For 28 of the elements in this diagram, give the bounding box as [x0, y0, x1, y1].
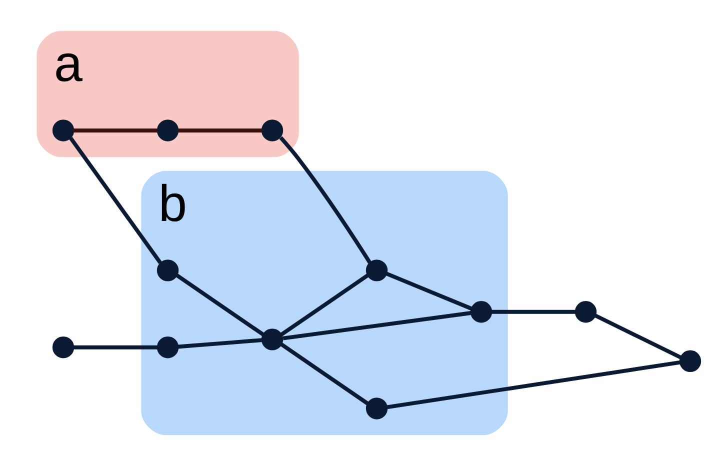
connector: [72, 128, 158, 132]
connector: [68, 136, 162, 264]
connector: [490, 310, 576, 314]
node-circle: [156, 120, 178, 142]
connector: [177, 128, 262, 132]
connector: [594, 314, 681, 360]
connector: [72, 345, 158, 350]
cluster: a: [36, 30, 298, 158]
node-circle: [678, 350, 701, 372]
connector: [175, 274, 264, 336]
cluster: b: [140, 170, 508, 436]
node-circle: [52, 336, 74, 358]
node-circle: [52, 120, 74, 142]
node-circle: [574, 301, 596, 323]
node-circle: [260, 120, 283, 142]
node-circle: [470, 301, 492, 323]
connector: [280, 342, 368, 406]
node-circle: [365, 398, 388, 420]
connector: [176, 338, 262, 349]
connector: [280, 274, 368, 336]
connector: [386, 360, 680, 410]
node-circle: [156, 260, 178, 282]
connector: [278, 136, 372, 264]
connector: [282, 311, 470, 340]
connector: [385, 272, 472, 311]
node-circle: [260, 328, 283, 350]
node-circle: [365, 260, 388, 282]
node-circle: [156, 336, 178, 358]
